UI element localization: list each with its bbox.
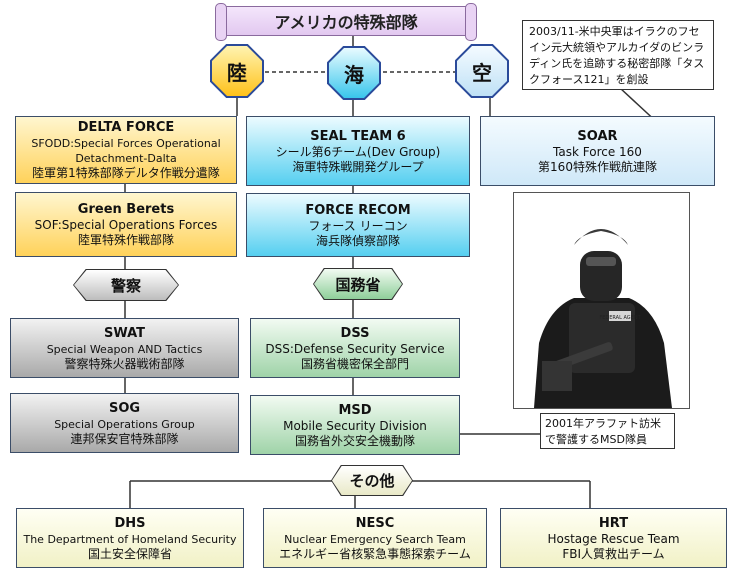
army-octagon: 陸: [210, 44, 264, 98]
soar-note: 2003/11-米中央軍はイラクのフセイン元大統領やアルカイダのビンラディン氏を…: [522, 20, 714, 90]
sog-line1: Special Operations Group: [54, 417, 195, 431]
delta-force-jp: 陸軍第1特殊部隊デルタ作戦分遣隊: [32, 166, 220, 180]
green-berets-jp: 陸軍特殊作戦部隊: [77, 233, 174, 247]
nesc-name: NESC: [355, 515, 395, 531]
green-berets-box: Green Berets SOF:Special Operations Forc…: [15, 192, 237, 257]
sog-box: SOG Special Operations Group 連邦保安官特殊部隊: [10, 393, 239, 453]
dss-name: DSS: [340, 325, 370, 341]
agent-figure: FEDERAL AGENT: [514, 193, 689, 408]
hrt-name: HRT: [598, 515, 629, 531]
title-text: アメリカの特殊部隊: [274, 13, 418, 32]
soar-jp: 第160特殊作戦航連隊: [538, 159, 657, 174]
soar-name: SOAR: [577, 128, 618, 144]
seal-team-jp: 海軍特殊戦開発グループ: [292, 159, 424, 174]
police-category: 警察: [74, 270, 178, 300]
navy-label: 海: [329, 48, 379, 98]
sog-jp: 連邦保安官特殊部隊: [70, 431, 179, 446]
dhs-name: DHS: [114, 515, 146, 531]
seal-team-line1: シール第6チーム(Dev Group): [275, 144, 441, 159]
msd-jp: 国務省外交安全機動隊: [294, 433, 415, 448]
nesc-line1: Nuclear Emergency Search Team: [284, 532, 466, 546]
msd-box: MSD Mobile Security Division 国務省外交安全機動隊: [250, 395, 460, 455]
other-category-border: その他: [331, 465, 413, 496]
air-octagon: 空: [455, 44, 509, 98]
green-berets-line1: SOF:Special Operations Forces: [34, 218, 218, 232]
banner-left-curl: [215, 3, 227, 41]
delta-force-line1: SFODD:Special Forces Operational: [31, 137, 221, 150]
delta-force-name: DELTA FORCE: [77, 120, 175, 135]
dss-box: DSS DSS:Defense Security Service 国務省機密保全…: [250, 318, 460, 378]
force-recon-line1: フォース リーコン: [308, 218, 408, 233]
page-title: アメリカの特殊部隊: [215, 3, 477, 41]
police-category-border: 警察: [73, 269, 179, 301]
swat-name: SWAT: [103, 325, 146, 341]
banner-right-curl: [465, 3, 477, 41]
dhs-box: DHS The Department of Homeland Security …: [16, 508, 244, 568]
dhs-line1: The Department of Homeland Security: [23, 532, 237, 546]
state-category-border: 国務省: [313, 268, 403, 300]
msd-name: MSD: [338, 402, 372, 418]
swat-line1: Special Weapon AND Tactics: [46, 342, 203, 356]
agent-photo: FEDERAL AGENT: [513, 192, 690, 409]
navy-octagon: 海: [327, 46, 381, 100]
vest-text: FEDERAL AGENT: [599, 315, 641, 321]
msd-line1: Mobile Security Division: [283, 418, 427, 433]
sog-name: SOG: [108, 400, 141, 416]
seal-team-name: SEAL TEAM 6: [310, 128, 406, 144]
air-label: 空: [457, 46, 507, 96]
vest-patch: [609, 311, 631, 321]
green-berets-name: Green Berets: [77, 202, 175, 217]
force-recon-jp: 海兵隊偵察部隊: [315, 233, 400, 248]
state-category: 国務省: [314, 269, 402, 299]
other-category: その他: [332, 466, 412, 495]
delta-force-line2: Detachment-Dalta: [75, 152, 177, 165]
nesc-box: NESC Nuclear Emergency Search Team エネルギー…: [263, 508, 487, 568]
hrt-jp: FBI人質救出チーム: [562, 546, 665, 561]
swat-box: SWAT Special Weapon AND Tactics 警察特殊火器戦術…: [10, 318, 239, 378]
nesc-jp: エネルギー省核緊急事態探索チーム: [279, 546, 471, 561]
seal-team-box: SEAL TEAM 6 シール第6チーム(Dev Group) 海軍特殊戦開発グ…: [246, 116, 470, 186]
army-label: 陸: [212, 46, 262, 96]
force-recon-box: FORCE RECOM フォース リーコン 海兵隊偵察部隊: [246, 193, 470, 257]
delta-force-box: DELTA FORCE SFODD:Special Forces Operati…: [15, 116, 237, 184]
dhs-jp: 国土安全保障省: [87, 546, 172, 561]
swat-jp: 警察特殊火器戦術部隊: [64, 356, 185, 371]
dss-line1: DSS:Defense Security Service: [265, 341, 445, 356]
photo-caption: 2001年アラファト訪米で警護するMSD隊員: [540, 413, 675, 449]
force-recon-name: FORCE RECOM: [305, 202, 411, 218]
dss-jp: 国務省機密保全部門: [300, 356, 409, 371]
soar-line1: Task Force 160: [553, 144, 642, 159]
soar-box: SOAR Task Force 160 第160特殊作戦航連隊: [480, 116, 715, 186]
hrt-line1: Hostage Rescue Team: [547, 531, 680, 546]
hrt-box: HRT Hostage Rescue Team FBI人質救出チーム: [500, 508, 727, 568]
